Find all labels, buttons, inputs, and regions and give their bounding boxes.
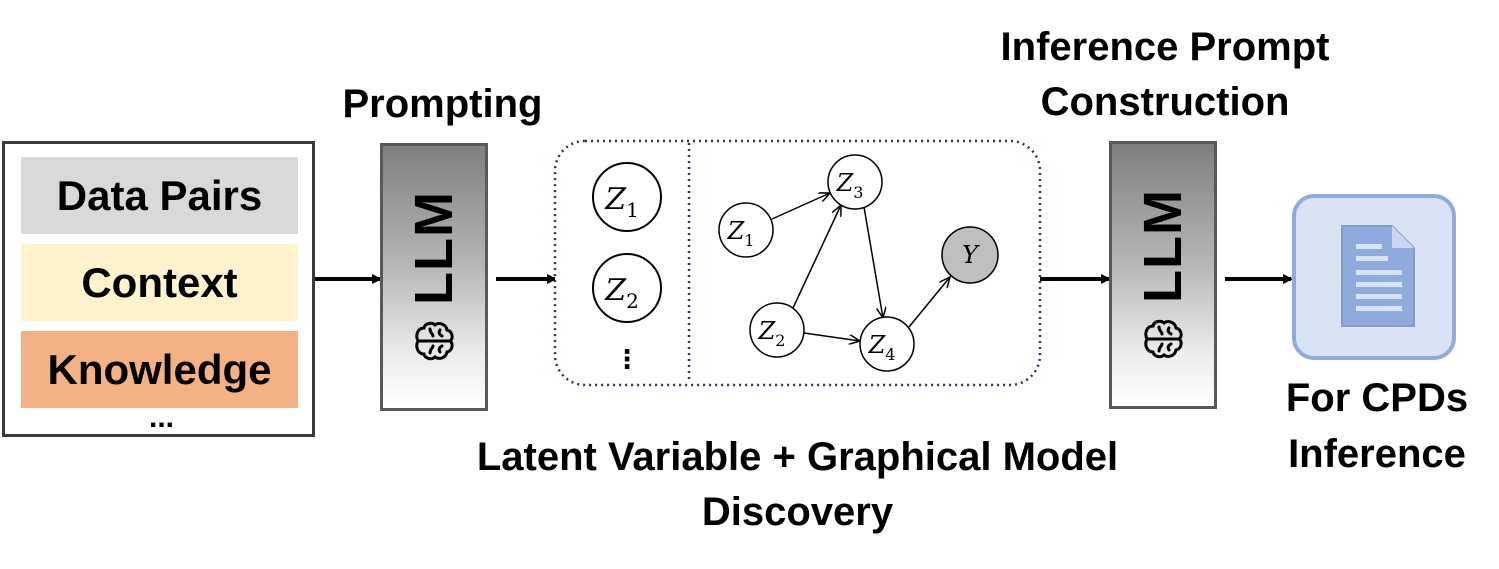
graph-node-z3-label: Z3 [836,169,864,202]
graph-node-z2-label: Z2 [758,317,786,350]
llm-block-inference: LLM [1109,141,1217,409]
input-panel: Data Pairs Context Knowledge ... [2,141,315,437]
latent-variable-list: Z1 Z2 ⋮ [592,162,662,375]
latent-node-z1-sub: 1 [626,198,639,222]
discovery-label-line1: Latent Variable + Graphical Model [476,435,1119,479]
latent-list-ellipsis: ⋮ [614,345,640,375]
graph-node-z3-sub: 3 [853,183,863,202]
edge-z4-y [908,277,950,328]
graph-node-z2-sub: 2 [775,331,785,350]
graph-node-z4-base: Z [868,331,887,359]
inference-prompt-label-line2: Construction [1040,80,1290,124]
edge-z2-z4 [803,332,860,341]
graph-node-z1-label: Z1 [727,217,755,250]
latent-node-z1-label: Z1 [604,182,639,222]
inference-prompt-label-line1: Inference Prompt [1000,25,1330,69]
latent-node-z2-sub: 2 [626,289,639,313]
latent-node-z1-base: Z [604,182,627,217]
prompting-label: Prompting [342,82,543,126]
graph-node-z3 [827,154,883,210]
brain-icon [415,321,454,361]
graphical-model: Z1 Z3 Z2 Z4 Y [718,154,999,372]
graph-node-z1-base: Z [727,217,746,245]
edge-z3-z4 [863,206,883,318]
graph-node-z2 [749,302,805,358]
latent-node-z2-base: Z [604,273,627,308]
brain-icon [1144,319,1183,359]
edge-z2-z3 [792,205,841,309]
graph-node-z4 [859,316,915,372]
latent-node-z1 [592,162,662,232]
graph-node-z3-base: Z [836,169,855,197]
document-icon [1341,225,1415,327]
graph-node-z1-sub: 1 [744,231,754,250]
edge-z1-z3 [771,193,830,220]
data-pairs-row: Data Pairs [21,157,298,234]
context-row: Context [21,244,298,321]
output-document [1292,194,1456,360]
latent-node-z2-label: Z2 [604,273,639,313]
llm-label: LLM [404,191,464,305]
graph-node-z4-label: Z4 [868,331,896,364]
graph-node-y-label: Y [962,241,980,269]
discovery-panel [553,139,1042,387]
input-ellipsis: ... [148,401,174,434]
latent-node-z2 [592,253,662,323]
llm-block-prompting: LLM [380,143,488,411]
graph-node-z4-sub: 4 [885,345,895,364]
output-label-line2: Inference [1288,432,1466,476]
llm-label: LLM [1133,189,1193,303]
graph-node-y [941,226,999,284]
graph-node-z2-base: Z [758,317,777,345]
output-label-line1: For CPDs [1285,376,1469,420]
knowledge-row: Knowledge [21,331,298,408]
graph-node-z1 [718,202,774,258]
discovery-label-line2: Discovery [701,490,894,534]
